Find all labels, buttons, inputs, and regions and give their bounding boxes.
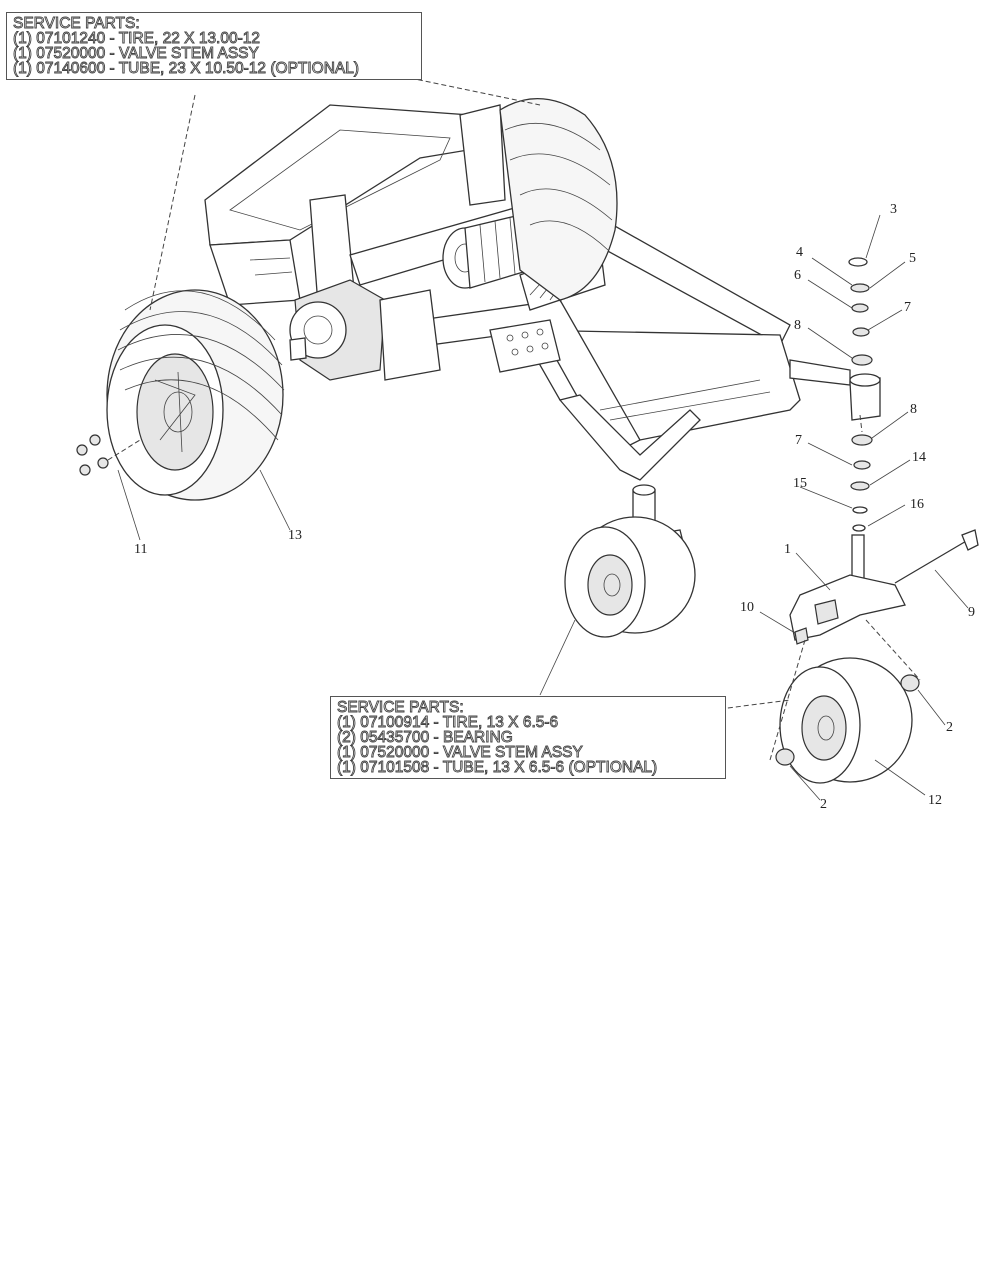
callout-4: 4 xyxy=(796,245,803,260)
callout-10: 10 xyxy=(740,600,754,615)
service-parts-line: (1) 07101240 - TIRE, 22 X 13.00-12 xyxy=(13,30,261,47)
lug-nuts xyxy=(76,434,141,476)
callout-9: 9 xyxy=(968,605,975,620)
service-parts-line: (2) 05435700 - BEARING xyxy=(337,729,514,746)
front-caster-assembled xyxy=(564,484,696,638)
caster-exploded-stack xyxy=(769,257,979,784)
callout-1: 1 xyxy=(784,542,791,557)
callout-2: 2 xyxy=(820,797,827,812)
service-parts-line: (1) 07101508 - TUBE, 13 X 6.5-6 (OPTIONA… xyxy=(337,759,658,776)
callout-15: 15 xyxy=(793,476,807,491)
service-parts-line: (1) 07100914 - TIRE, 13 X 6.5-6 xyxy=(337,714,559,731)
leader-lines xyxy=(117,77,969,801)
callout-7: 7 xyxy=(795,433,802,448)
callout-6: 6 xyxy=(794,268,801,283)
service-parts-line: (1) 07140600 - TUBE, 23 X 10.50-12 (OPTI… xyxy=(13,60,360,77)
service-parts-header: SERVICE PARTS: xyxy=(13,15,141,32)
service-parts-box-caster-tire: SERVICE PARTS: (1) 07100914 - TIRE, 13 X… xyxy=(330,696,726,779)
callout-8: 8 xyxy=(794,318,801,333)
callout-13: 13 xyxy=(288,528,302,543)
drive-motor xyxy=(442,214,531,289)
callout-12: 12 xyxy=(928,793,942,808)
service-parts-header: SERVICE PARTS: xyxy=(337,699,465,716)
callout-numbers: 1 2 2 3 4 5 6 7 7 8 8 9 10 11 12 13 14 1… xyxy=(134,202,975,812)
callout-7: 7 xyxy=(904,300,911,315)
service-parts-line: (1) 07520000 - VALVE STEM ASSY xyxy=(337,744,584,761)
rear-tire-left xyxy=(106,289,285,501)
gearbox-hub xyxy=(289,279,441,381)
callout-5: 5 xyxy=(909,251,916,266)
callout-2: 2 xyxy=(946,720,953,735)
rear-tire-right xyxy=(499,98,618,301)
callout-3: 3 xyxy=(890,202,897,217)
callout-14: 14 xyxy=(912,450,926,465)
service-parts-box-rear-tire: SERVICE PARTS: (1) 07101240 - TIRE, 22 X… xyxy=(6,12,422,80)
service-parts-line: (1) 07520000 - VALVE STEM ASSY xyxy=(13,45,260,62)
callout-16: 16 xyxy=(910,497,924,512)
callout-11: 11 xyxy=(134,542,147,557)
callout-8: 8 xyxy=(910,402,917,417)
